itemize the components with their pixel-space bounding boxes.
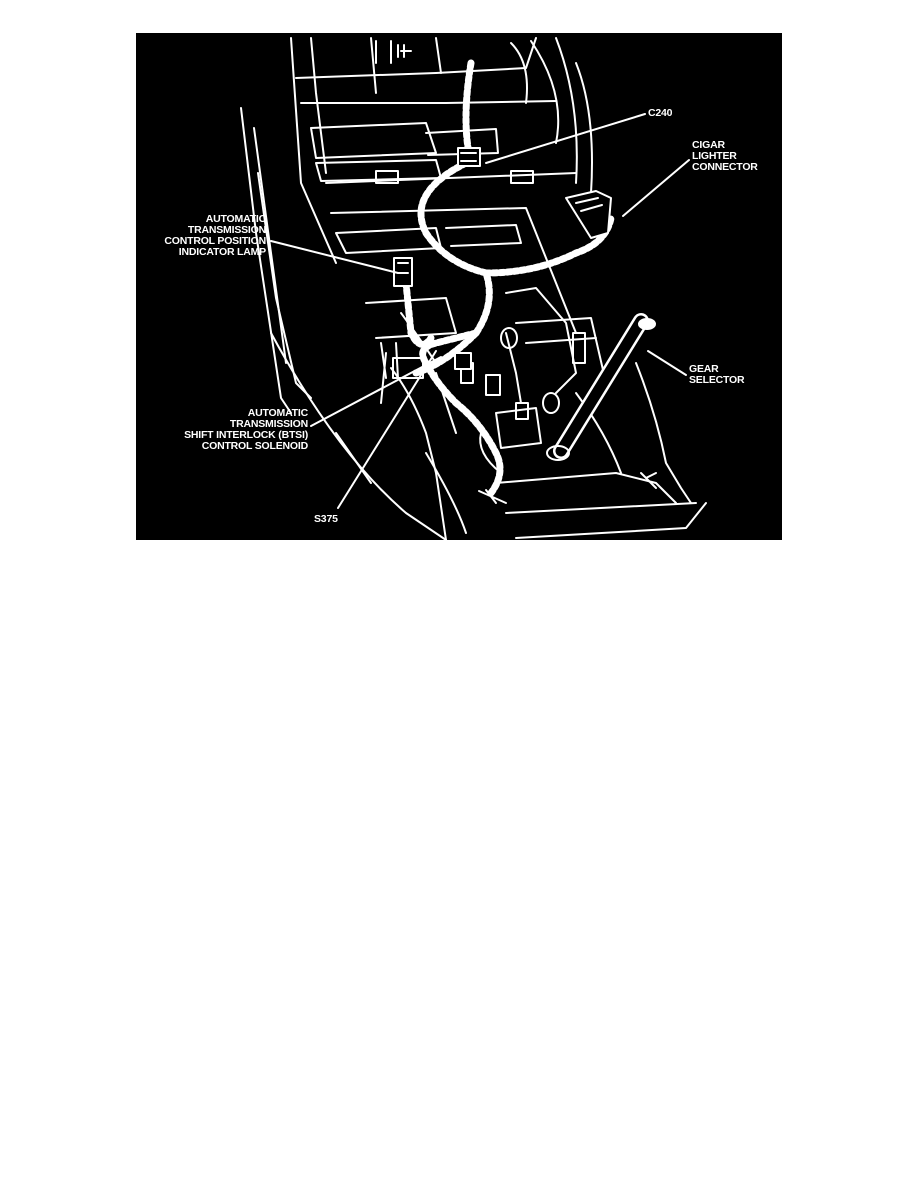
solenoid-leader <box>310 356 442 427</box>
gear-selector-label: GEAR SELECTOR <box>689 363 745 386</box>
lamp-leader <box>270 240 399 274</box>
dash-panel <box>290 37 593 264</box>
c240-label: C240 <box>648 107 673 119</box>
gear-leader <box>647 350 687 376</box>
s375-leader <box>337 350 437 509</box>
cigar-leader <box>622 159 690 217</box>
indicator-lamp-label: AUTOMATIC TRANSMISSION CONTROL POSITION … <box>164 213 266 258</box>
left-trim <box>240 107 447 540</box>
s375-label: S375 <box>314 513 338 525</box>
console-illustration <box>240 37 707 540</box>
gear-selector-shaft <box>546 313 656 461</box>
wiring-harness <box>402 59 615 497</box>
connectors <box>393 147 612 370</box>
console-wiring-figure: C240 CIGAR LIGHTER CONNECTOR AUTOMATIC T… <box>136 33 782 540</box>
shift-interlock-solenoid-label: AUTOMATIC TRANSMISSION SHIFT INTERLOCK (… <box>184 407 308 452</box>
c240-leader <box>485 113 646 164</box>
cigar-lighter-connector-label: CIGAR LIGHTER CONNECTOR <box>692 139 758 173</box>
lower-console <box>330 207 707 540</box>
leader-lines <box>270 113 690 509</box>
